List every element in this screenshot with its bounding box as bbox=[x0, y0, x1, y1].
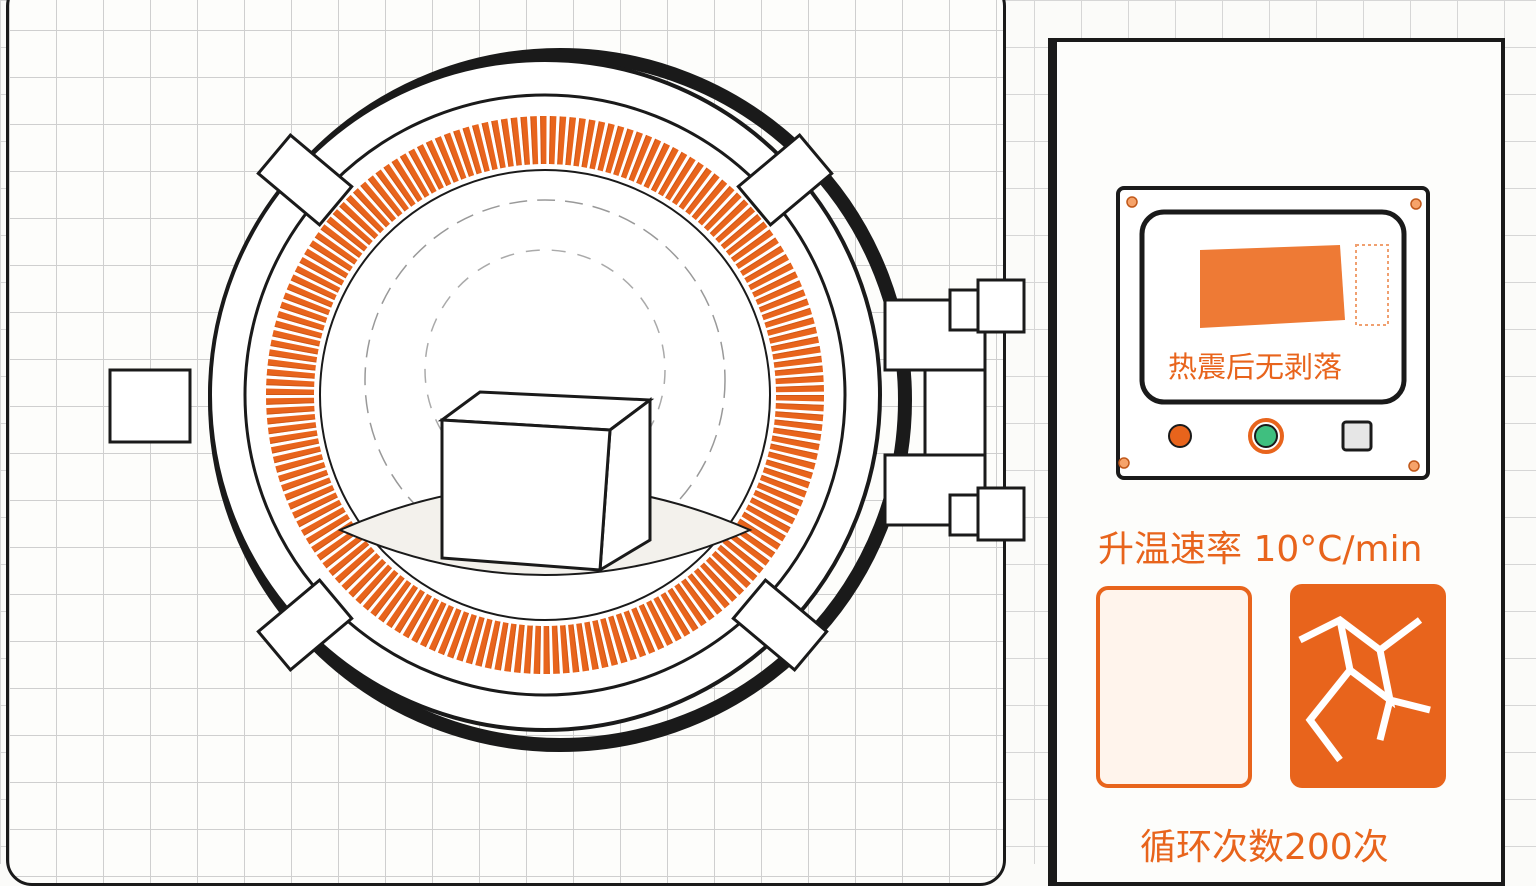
grain-boundaries bbox=[1298, 615, 1431, 763]
left-latch bbox=[108, 368, 192, 444]
red-indicator-button[interactable] bbox=[1168, 424, 1192, 448]
cycle-count-label: 循环次数200次 bbox=[1140, 827, 1389, 868]
heating-rate-label: 升温速率 10°C/min bbox=[1098, 529, 1423, 570]
green-indicator-button[interactable] bbox=[1254, 424, 1278, 448]
furnace-illustration bbox=[108, 48, 1446, 788]
ceramic-sample-cube bbox=[437, 390, 655, 573]
screen-texture-swatch bbox=[1200, 245, 1345, 328]
panel-screws bbox=[1118, 196, 1422, 472]
switch-button[interactable] bbox=[1341, 420, 1373, 452]
screen-status-text: 热震后无剥落 bbox=[1168, 350, 1343, 384]
door-clamps bbox=[256, 133, 834, 672]
door-hinge bbox=[883, 278, 1026, 542]
fine-microstructure-swatch bbox=[1096, 586, 1252, 788]
